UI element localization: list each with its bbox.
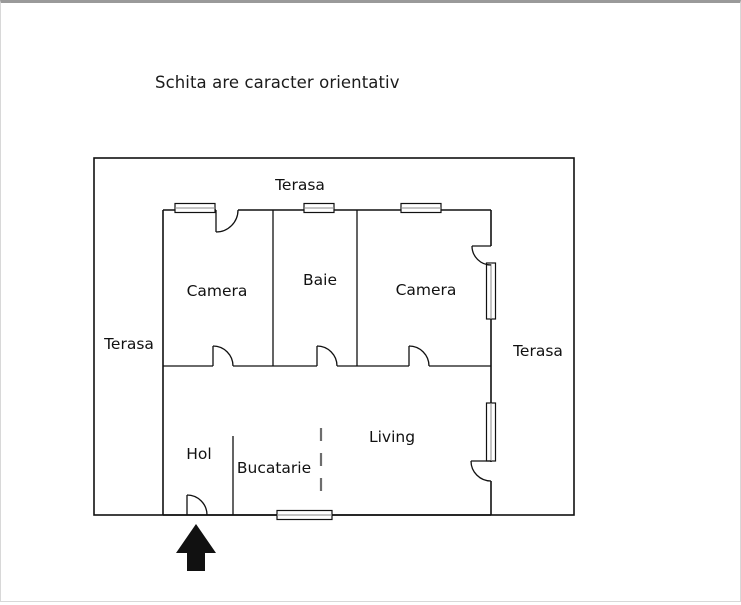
entrance-arrow	[176, 524, 216, 571]
window-camera-left-top	[174, 202, 216, 214]
window-baie-top	[303, 202, 335, 214]
door-entrance-hol	[186, 494, 208, 516]
door-camera-left-south	[212, 345, 234, 367]
door-baie-south	[316, 345, 338, 367]
window-camera-right-east	[485, 262, 497, 320]
door-camera-right-south	[408, 345, 430, 367]
door-camera-left-top	[215, 209, 239, 233]
window-living-east	[485, 402, 497, 462]
terrace-label-left: Terasa	[103, 335, 154, 353]
window-camera-right-top	[400, 202, 442, 214]
terrace-label-top: Terasa	[274, 176, 325, 194]
door-living-east	[470, 460, 492, 482]
door-camera-right-east	[471, 245, 492, 266]
terrace-label-right: Terasa	[512, 342, 563, 360]
room-label-camera-right: Camera	[396, 281, 457, 299]
window-bucatarie-south	[276, 509, 333, 521]
room-label-camera-left: Camera	[187, 282, 248, 300]
floorplan-drawing: Camera Baie Camera Hol Bucatarie Living …	[93, 157, 575, 571]
room-label-living: Living	[369, 428, 415, 446]
room-label-baie: Baie	[303, 271, 337, 289]
page-title: Schita are caracter orientativ	[155, 73, 400, 92]
room-label-bucatarie: Bucatarie	[237, 459, 311, 477]
room-label-hol: Hol	[186, 445, 211, 463]
